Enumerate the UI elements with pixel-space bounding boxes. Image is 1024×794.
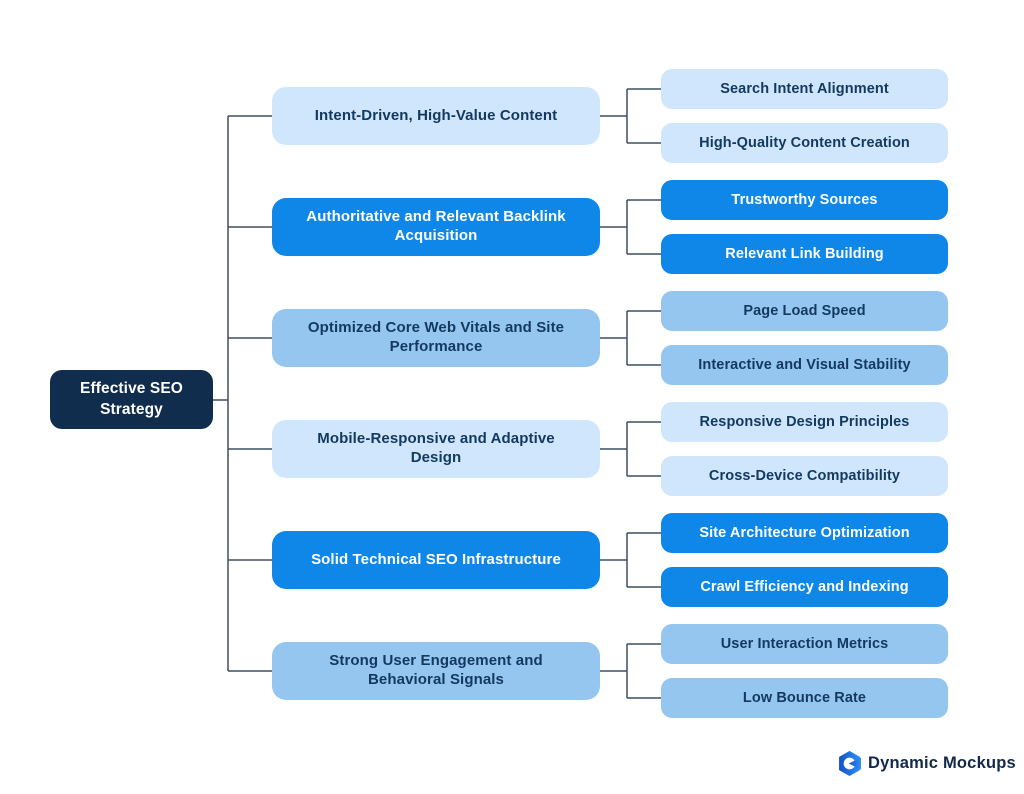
leaf-node: Page Load Speed — [661, 291, 948, 331]
leaf-node: Cross-Device Compatibility — [661, 456, 948, 496]
branch-5-bracket — [600, 532, 661, 588]
dynamic-mockups-icon — [839, 751, 861, 776]
branch-3-bracket — [600, 310, 661, 366]
leaf-node: Relevant Link Building — [661, 234, 948, 274]
leaf-node: Crawl Efficiency and Indexing — [661, 567, 948, 607]
root-trunk-line — [213, 115, 272, 672]
branch-node: Solid Technical SEO Infrastructure — [272, 531, 600, 589]
leaf-node: User Interaction Metrics — [661, 624, 948, 664]
root-node: Effective SEO Strategy — [50, 370, 213, 429]
brand-name: Dynamic Mockups — [868, 754, 1016, 772]
dynamic-mockups-logo: Dynamic Mockups — [838, 751, 1016, 776]
branch-2-bracket — [600, 199, 661, 255]
branch-node: Strong User Engagement and Behavioral Si… — [272, 642, 600, 700]
leaf-node: High-Quality Content Creation — [661, 123, 948, 163]
leaf-node: Responsive Design Principles — [661, 402, 948, 442]
branch-node: Optimized Core Web Vitals and Site Perfo… — [272, 309, 600, 367]
branch-1-bracket — [600, 88, 661, 144]
leaf-node: Interactive and Visual Stability — [661, 345, 948, 385]
branch-node: Mobile-Responsive and Adaptive Design — [272, 420, 600, 478]
branch-6-bracket — [600, 643, 661, 699]
branch-node: Authoritative and Relevant Backlink Acqu… — [272, 198, 600, 256]
leaf-node: Site Architecture Optimization — [661, 513, 948, 553]
branch-4-bracket — [600, 421, 661, 477]
leaf-node: Search Intent Alignment — [661, 69, 948, 109]
leaf-node: Trustworthy Sources — [661, 180, 948, 220]
leaf-node: Low Bounce Rate — [661, 678, 948, 718]
branch-node: Intent-Driven, High-Value Content — [272, 87, 600, 145]
